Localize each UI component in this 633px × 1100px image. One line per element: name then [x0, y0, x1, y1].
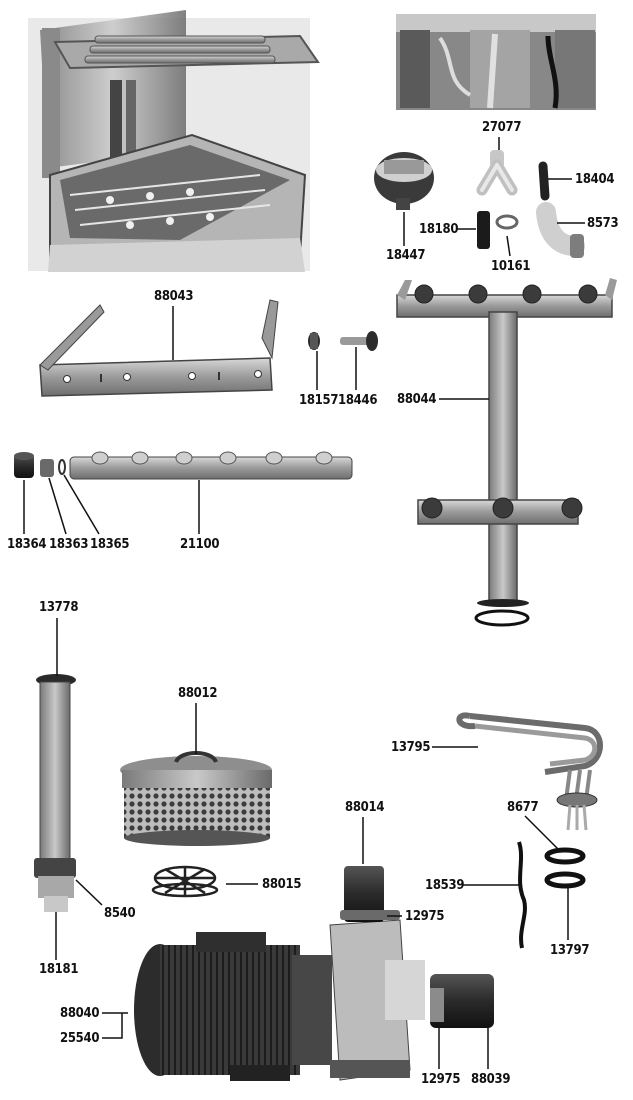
part-label: 18364	[7, 537, 47, 552]
pump-motor-88040	[134, 932, 332, 1081]
part-label: 27077	[482, 120, 522, 135]
part-label: 13778	[39, 600, 79, 615]
part-label: 18363	[49, 537, 89, 552]
part-label: 18539	[425, 878, 465, 893]
dishwasher-machine-photo	[28, 10, 320, 272]
part-label: 88015	[262, 877, 302, 892]
part-label: 18447	[386, 248, 426, 263]
part-label: 12975	[421, 1072, 461, 1087]
part-label: 88040	[60, 1006, 100, 1021]
filter-basket-88012	[120, 751, 272, 846]
part-label: 25540	[60, 1031, 100, 1046]
part-label: 88039	[471, 1072, 511, 1087]
part-label: 18180	[419, 222, 459, 237]
part-label: 18365	[90, 537, 130, 552]
hose-18180	[477, 211, 490, 249]
wire-18539	[517, 841, 527, 949]
filter-grid-88015	[151, 865, 219, 898]
gasket-8677	[544, 847, 586, 865]
nozzle-18157	[308, 332, 320, 350]
part-label: 18181	[39, 962, 79, 977]
part-label: 12975	[405, 909, 445, 924]
nozzle-18446	[340, 331, 378, 351]
part-label: 18404	[575, 172, 615, 187]
clamp-10161	[495, 214, 519, 230]
o-ring-18365	[58, 459, 66, 475]
part-label: 18446	[338, 393, 378, 408]
part-label: 8573	[587, 216, 619, 231]
part-label: 18157	[299, 393, 339, 408]
part-label: 13795	[391, 740, 431, 755]
part-label: 88014	[345, 800, 385, 815]
gasket-13797	[544, 871, 586, 889]
part-label: 88012	[178, 686, 218, 701]
inside-panel-photo	[396, 14, 596, 110]
part-label: 21100	[180, 537, 220, 552]
elbow-8573	[536, 202, 585, 258]
part-label: 88044	[397, 392, 437, 407]
bushing-18363	[40, 459, 54, 477]
pump-volute	[329, 919, 425, 1081]
part-label: 8677	[507, 800, 539, 815]
y-connector-27077	[476, 150, 518, 196]
cap-18364	[14, 452, 34, 478]
heating-element-13795	[456, 712, 603, 831]
spray-arm-manifold-88044	[396, 278, 617, 627]
frame-88043	[39, 299, 279, 397]
part-label: 8540	[104, 906, 136, 921]
spray-arm-21100	[69, 451, 353, 480]
leader-lines	[23, 137, 585, 1069]
hose-18404	[538, 161, 550, 201]
pressure-switch-18447	[374, 152, 434, 210]
hose-88039	[430, 974, 494, 1028]
hose-88014	[340, 866, 400, 922]
part-label: 10161	[491, 259, 531, 274]
part-label: 13797	[550, 943, 590, 958]
part-label: 88043	[154, 289, 194, 304]
overflow-pipe-13778	[34, 674, 76, 912]
